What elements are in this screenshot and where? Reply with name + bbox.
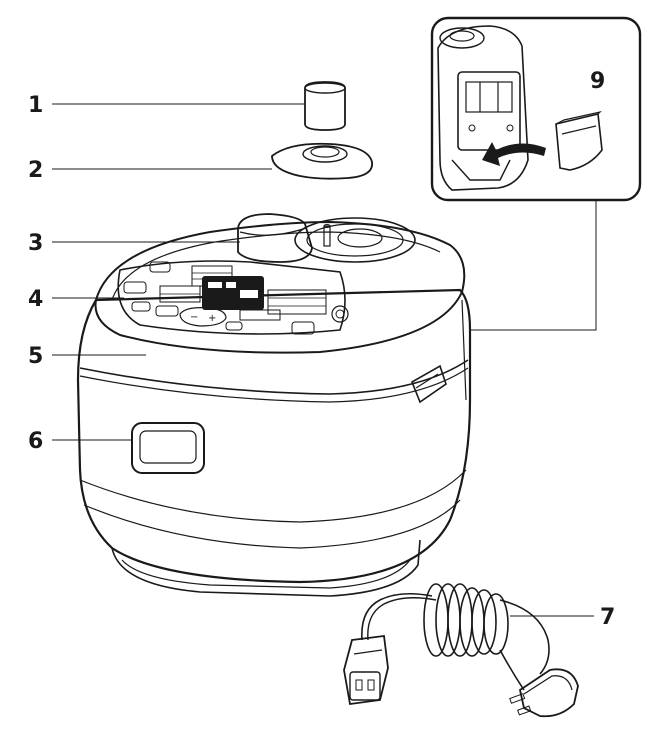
steam-valve-base [271,142,373,180]
lid-handle [237,213,331,263]
cooker-body [76,288,472,597]
callout-numbers: 1 2 3 4 5 6 7 9 [28,69,615,630]
power-button [331,305,349,323]
minus-plus-button [179,307,227,327]
callout-3: 3 [28,231,43,256]
panel-button [291,321,315,335]
steam-valve-cap [304,81,346,131]
power-cord [343,583,579,718]
side-handle-right [410,364,447,404]
panel-button [225,321,243,331]
panel-button [149,261,171,273]
panel-button [155,305,179,317]
callout-9: 9 [590,69,605,94]
side-handle-left [131,422,205,474]
callout-7: 7 [600,605,615,630]
inset-detail [430,16,642,202]
callout-4: 4 [28,287,43,312]
minus-label: − [190,312,198,323]
leader-lines [52,103,597,617]
panel-button [131,301,151,312]
panel-button [123,281,147,294]
callout-2: 2 [28,158,43,183]
cooker-lid [94,217,466,354]
condensation-collector [555,113,603,171]
plus-label: + [208,313,216,324]
callout-5: 5 [28,344,43,369]
wall-plug [518,668,579,718]
control-panel: − + [117,260,349,335]
callout-6: 6 [28,429,43,454]
insertion-arrow [482,142,546,166]
callout-1: 1 [28,93,43,118]
appliance-connector [343,634,389,706]
